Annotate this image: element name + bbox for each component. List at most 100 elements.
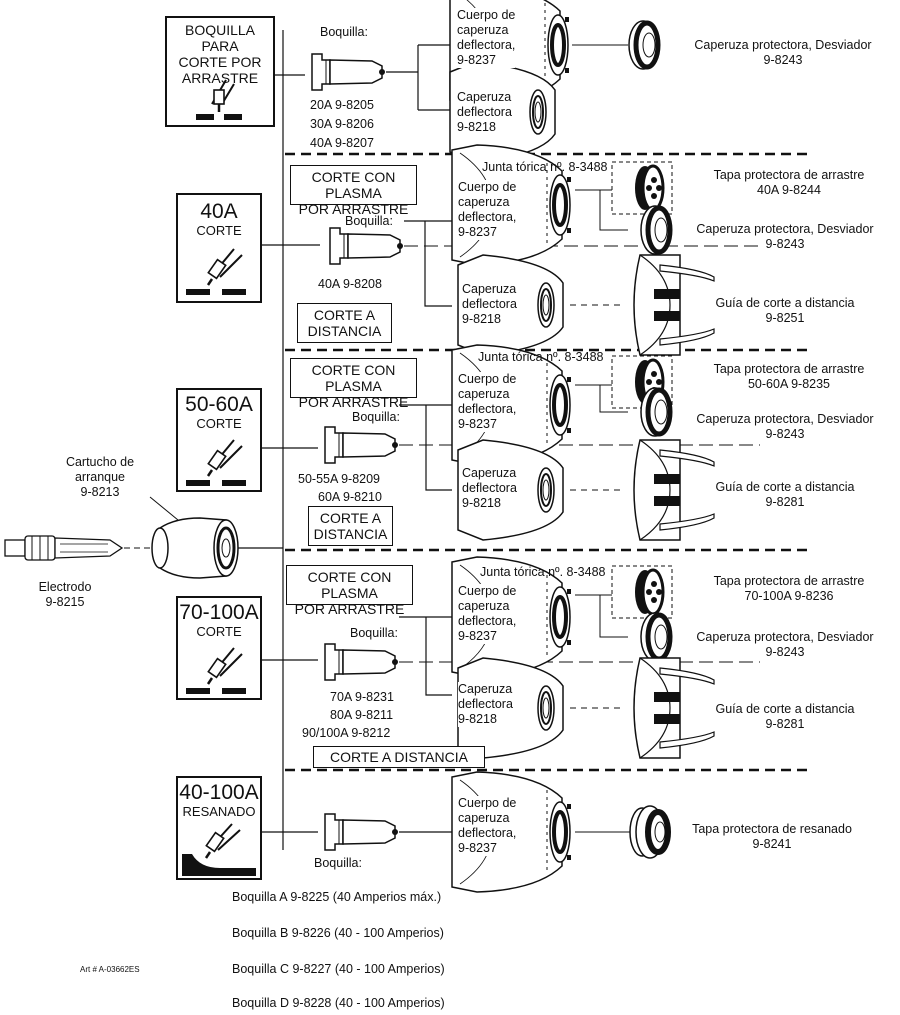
- drag-body-line-4: 9-8237: [457, 53, 496, 67]
- a70-shield-line-1: Caperuza protectora, Desviador: [696, 630, 874, 644]
- a40-drag-line-1: CORTE CON PLASMA: [311, 169, 396, 201]
- a40-defl-line-1: Caperuza: [462, 282, 517, 296]
- a50-tip-2: 60A 9-8210: [318, 490, 382, 504]
- a40-guide-line-1: Guía de corte a distancia: [715, 296, 855, 310]
- a50-body-line-2: caperuza: [458, 387, 510, 401]
- a70-dragshield-line-1: Tapa protectora de arrastre: [713, 574, 865, 588]
- a70-amp: 70-100A: [179, 601, 259, 624]
- a40-drag-label: CORTE CON PLASMA POR ARRASTRE: [290, 165, 417, 217]
- a50-drag-label: CORTE CON PLASMA POR ARRASTRE: [290, 358, 417, 410]
- a70-body-line-2: caperuza: [458, 599, 510, 613]
- a50-amp: 50-60A: [185, 393, 253, 416]
- gouge-tip-a: Boquilla A 9-8225 (40 Amperios máx.): [232, 890, 442, 904]
- a70-guide-label: Guía de corte a distancia 9-8281: [690, 702, 880, 732]
- a70-body-line-1: Cuerpo de: [458, 584, 517, 598]
- a50-body-line-3: deflectora,: [458, 402, 517, 416]
- cut-torch-icon: [186, 439, 246, 486]
- a70-tip-2: 80A 9-8211: [330, 708, 394, 722]
- a50-shield-label: Caperuza protectora, Desviador 9-8243: [672, 412, 898, 442]
- a40-shield-line-2: 9-8243: [765, 237, 805, 251]
- electrode-line-1: Electrodo: [38, 580, 92, 594]
- gouge-mode: RESANADO: [182, 804, 256, 819]
- a70-guide-line-2: 9-8281: [765, 717, 805, 731]
- a50-tip-1: 50-55A 9-8209: [298, 472, 381, 486]
- drag-defl-line-2: deflectora: [457, 105, 512, 119]
- a70-standoff-line-1: CORTE A DISTANCIA: [330, 749, 468, 765]
- gouge-amp-box: 40-100A RESANADO: [176, 776, 262, 880]
- a50-drag-line-2: POR ARRASTRE: [298, 394, 409, 410]
- a50-shield-line-1: Caperuza protectora, Desviador: [696, 412, 874, 426]
- a70-tip-label: Boquilla:: [350, 626, 398, 640]
- a40-standoff-label: CORTE A DISTANCIA: [297, 303, 392, 343]
- drag-deflector-label: Caperuza deflectora 9-8218: [457, 90, 512, 135]
- gouge-tip-c: Boquilla C 9-8227 (40 - 100 Amperios): [232, 962, 445, 976]
- starter-cartridge-drawing: [151, 517, 239, 579]
- a40-guide-label: Guía de corte a distancia 9-8251: [690, 296, 880, 326]
- a70-drag-shield-label: Tapa protectora de arrastre 70-100A 9-82…: [680, 574, 898, 604]
- electrode-drawing: [4, 535, 150, 561]
- a70-shield-line-2: 9-8243: [765, 645, 805, 659]
- a40-standoff-line-2: DISTANCIA: [307, 323, 382, 339]
- a50-body-line-1: Cuerpo de: [458, 372, 517, 386]
- a40-shield-line-1: Caperuza protectora, Desviador: [696, 222, 874, 236]
- drag-shield-line-2: 9-8243: [763, 53, 803, 67]
- a70-mode: CORTE: [196, 624, 242, 639]
- drag-defl-line-1: Caperuza: [457, 90, 512, 104]
- a70-oring-label: Junta tórica nº. 8-3488: [480, 565, 606, 579]
- a40-guide-line-2: 9-8251: [765, 311, 805, 325]
- drag-body-line-2: caperuza: [457, 23, 509, 37]
- a40-mode: CORTE: [196, 223, 242, 238]
- a70-dragshield-line-2: 70-100A 9-8236: [744, 589, 834, 603]
- a50-drag-shield-label: Tapa protectora de arrastre 50-60A 9-823…: [680, 362, 898, 392]
- a40-body-label: Cuerpo de caperuza deflectora, 9-8237: [458, 180, 517, 240]
- a50-shield-line-2: 9-8243: [765, 427, 805, 441]
- drag-shield-line-1: Caperuza protectora, Desviador: [694, 38, 872, 52]
- a40-drag-shield-label: Tapa protectora de arrastre 40A 9-8244: [680, 168, 898, 198]
- gouge-tip-d: Boquilla D 9-8228 (40 - 100 Amperios): [232, 996, 445, 1010]
- drag-tip-3: 40A 9-8207: [310, 136, 374, 150]
- a70-standoff-label: CORTE A DISTANCIA: [313, 746, 485, 768]
- a40-tip-label: Boquilla:: [345, 214, 393, 228]
- a70-body-line-4: 9-8237: [458, 629, 497, 643]
- a50-standoff-line-2: DISTANCIA: [313, 526, 388, 542]
- drag-box-line-2: CORTE POR: [178, 54, 262, 70]
- drag-shield-label: Caperuza protectora, Desviador 9-8243: [668, 38, 898, 68]
- a70-guide-line-1: Guía de corte a distancia: [715, 702, 855, 716]
- a40-amp-box: 40A CORTE: [176, 193, 262, 303]
- a50-deflector-label: Caperuza deflectora 9-8218: [462, 466, 517, 511]
- a50-tip-label: Boquilla:: [352, 410, 400, 424]
- drag-tip-1: 20A 9-8205: [310, 98, 374, 112]
- a70-deflector-label: Caperuza deflectora 9-8218: [458, 682, 513, 727]
- a40-oring-label: Junta tórica nº. 8-3488: [482, 160, 608, 174]
- gouge-shield-line-1: Tapa protectora de resanado: [692, 822, 852, 836]
- cartridge-line-1: Cartucho de: [65, 455, 135, 469]
- a40-body-line-4: 9-8237: [458, 225, 497, 239]
- cut-torch-icon: [186, 647, 246, 694]
- a70-drag-line-1: CORTE CON PLASMA: [307, 569, 392, 601]
- a70-defl-line-3: 9-8218: [458, 712, 497, 726]
- cartridge-label: Cartucho de arranque 9-8213: [45, 455, 155, 500]
- drag-shield-body-label: Cuerpo de caperuza deflectora, 9-8237: [457, 8, 516, 68]
- a40-tip-1: 40A 9-8208: [318, 277, 382, 291]
- cartridge-line-2: arranque: [74, 470, 126, 484]
- gouge-torch-icon: [182, 823, 256, 876]
- a40-dragshield-line-1: Tapa protectora de arrastre: [713, 168, 865, 182]
- a50-guide-label: Guía de corte a distancia 9-8281: [690, 480, 880, 510]
- art-number: Art # A-03662ES: [80, 965, 140, 974]
- drag-tip-2: 30A 9-8206: [310, 117, 374, 131]
- drag-cut-torch-icon: [196, 79, 242, 120]
- a40-body-line-1: Cuerpo de: [458, 180, 517, 194]
- cut-torch-icon: [186, 248, 246, 295]
- a70-amp-box: 70-100A CORTE: [176, 596, 262, 700]
- a50-defl-line-2: deflectora: [462, 481, 517, 495]
- gouge-shield-label: Tapa protectora de resanado 9-8241: [672, 822, 872, 852]
- a70-drag-label: CORTE CON PLASMA POR ARRASTRE: [286, 565, 413, 617]
- a50-guide-line-2: 9-8281: [765, 495, 805, 509]
- a40-defl-line-2: deflectora: [462, 297, 517, 311]
- a50-amp-box: 50-60A CORTE: [176, 388, 262, 492]
- a40-body-line-2: caperuza: [458, 195, 510, 209]
- a40-body-line-3: deflectora,: [458, 210, 517, 224]
- a70-drag-line-2: POR ARRASTRE: [294, 601, 405, 617]
- drag-box-line-3: ARRASTRE: [181, 70, 259, 86]
- a70-body-label: Cuerpo de caperuza deflectora, 9-8237: [458, 584, 517, 644]
